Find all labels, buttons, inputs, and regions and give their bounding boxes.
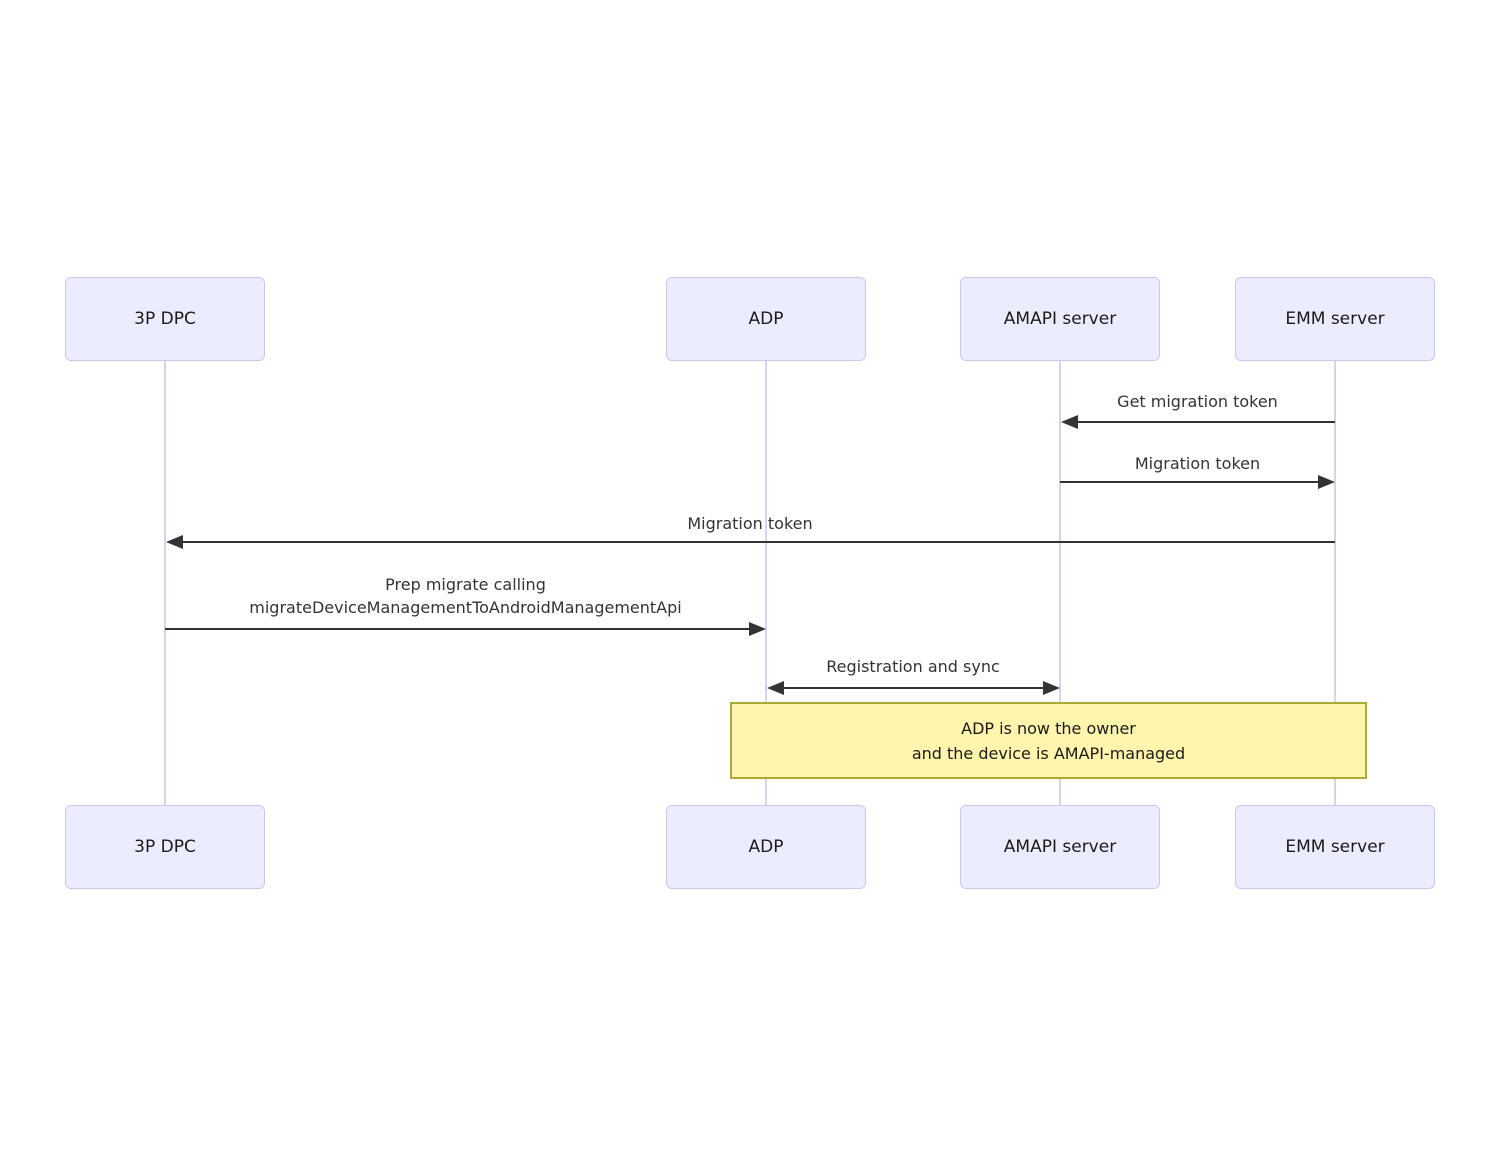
lifeline-emm-server [1334, 361, 1336, 805]
message-label-line2: migrateDeviceManagementToAndroidManageme… [249, 598, 682, 617]
actor-bottom-amapi-server: AMAPI server [960, 805, 1160, 889]
lifeline-amapi-server [1059, 361, 1061, 805]
actor-label: AMAPI server [1003, 309, 1117, 329]
actor-top-adp: ADP [666, 277, 866, 361]
message-line [780, 687, 1046, 689]
actor-label: AMAPI server [1003, 837, 1117, 857]
message-label-line1: Prep migrate calling [385, 575, 546, 594]
actor-bottom-3p-dpc: 3P DPC [65, 805, 265, 889]
actor-bottom-adp: ADP [666, 805, 866, 889]
message-label-prep-migrate: Prep migrate calling migrateDeviceManage… [165, 573, 766, 619]
arrowhead-left-icon [1061, 415, 1078, 429]
arrowhead-right-icon [1318, 475, 1335, 489]
message-line [165, 628, 751, 630]
actor-label: EMM server [1285, 309, 1385, 329]
message-label-registration-and-sync: Registration and sync [826, 657, 1000, 676]
arrowhead-left-icon [166, 535, 183, 549]
actor-label: 3P DPC [134, 837, 196, 857]
arrowhead-right-icon [749, 622, 766, 636]
lifeline-3p-dpc [164, 361, 166, 805]
message-line [180, 541, 1335, 543]
actor-label: ADP [748, 309, 784, 329]
note-device-ownership: ADP is now the owner and the device is A… [730, 702, 1367, 779]
note-line2: and the device is AMAPI-managed [911, 743, 1186, 763]
message-line [1075, 421, 1335, 423]
message-label-get-migration-token: Get migration token [1117, 392, 1278, 411]
note-line1: ADP is now the owner [961, 718, 1136, 738]
message-label-migration-token-long: Migration token [687, 514, 813, 533]
arrowhead-left-icon [767, 681, 784, 695]
actor-bottom-emm-server: EMM server [1235, 805, 1435, 889]
arrowhead-right-icon [1043, 681, 1060, 695]
actor-label: 3P DPC [134, 309, 196, 329]
message-label-migration-token: Migration token [1134, 454, 1261, 473]
actor-top-3p-dpc: 3P DPC [65, 277, 265, 361]
actor-top-emm-server: EMM server [1235, 277, 1435, 361]
actor-top-amapi-server: AMAPI server [960, 277, 1160, 361]
lifeline-adp [765, 361, 767, 805]
actor-label: EMM server [1285, 837, 1385, 857]
actor-label: ADP [748, 837, 784, 857]
message-line [1060, 481, 1320, 483]
